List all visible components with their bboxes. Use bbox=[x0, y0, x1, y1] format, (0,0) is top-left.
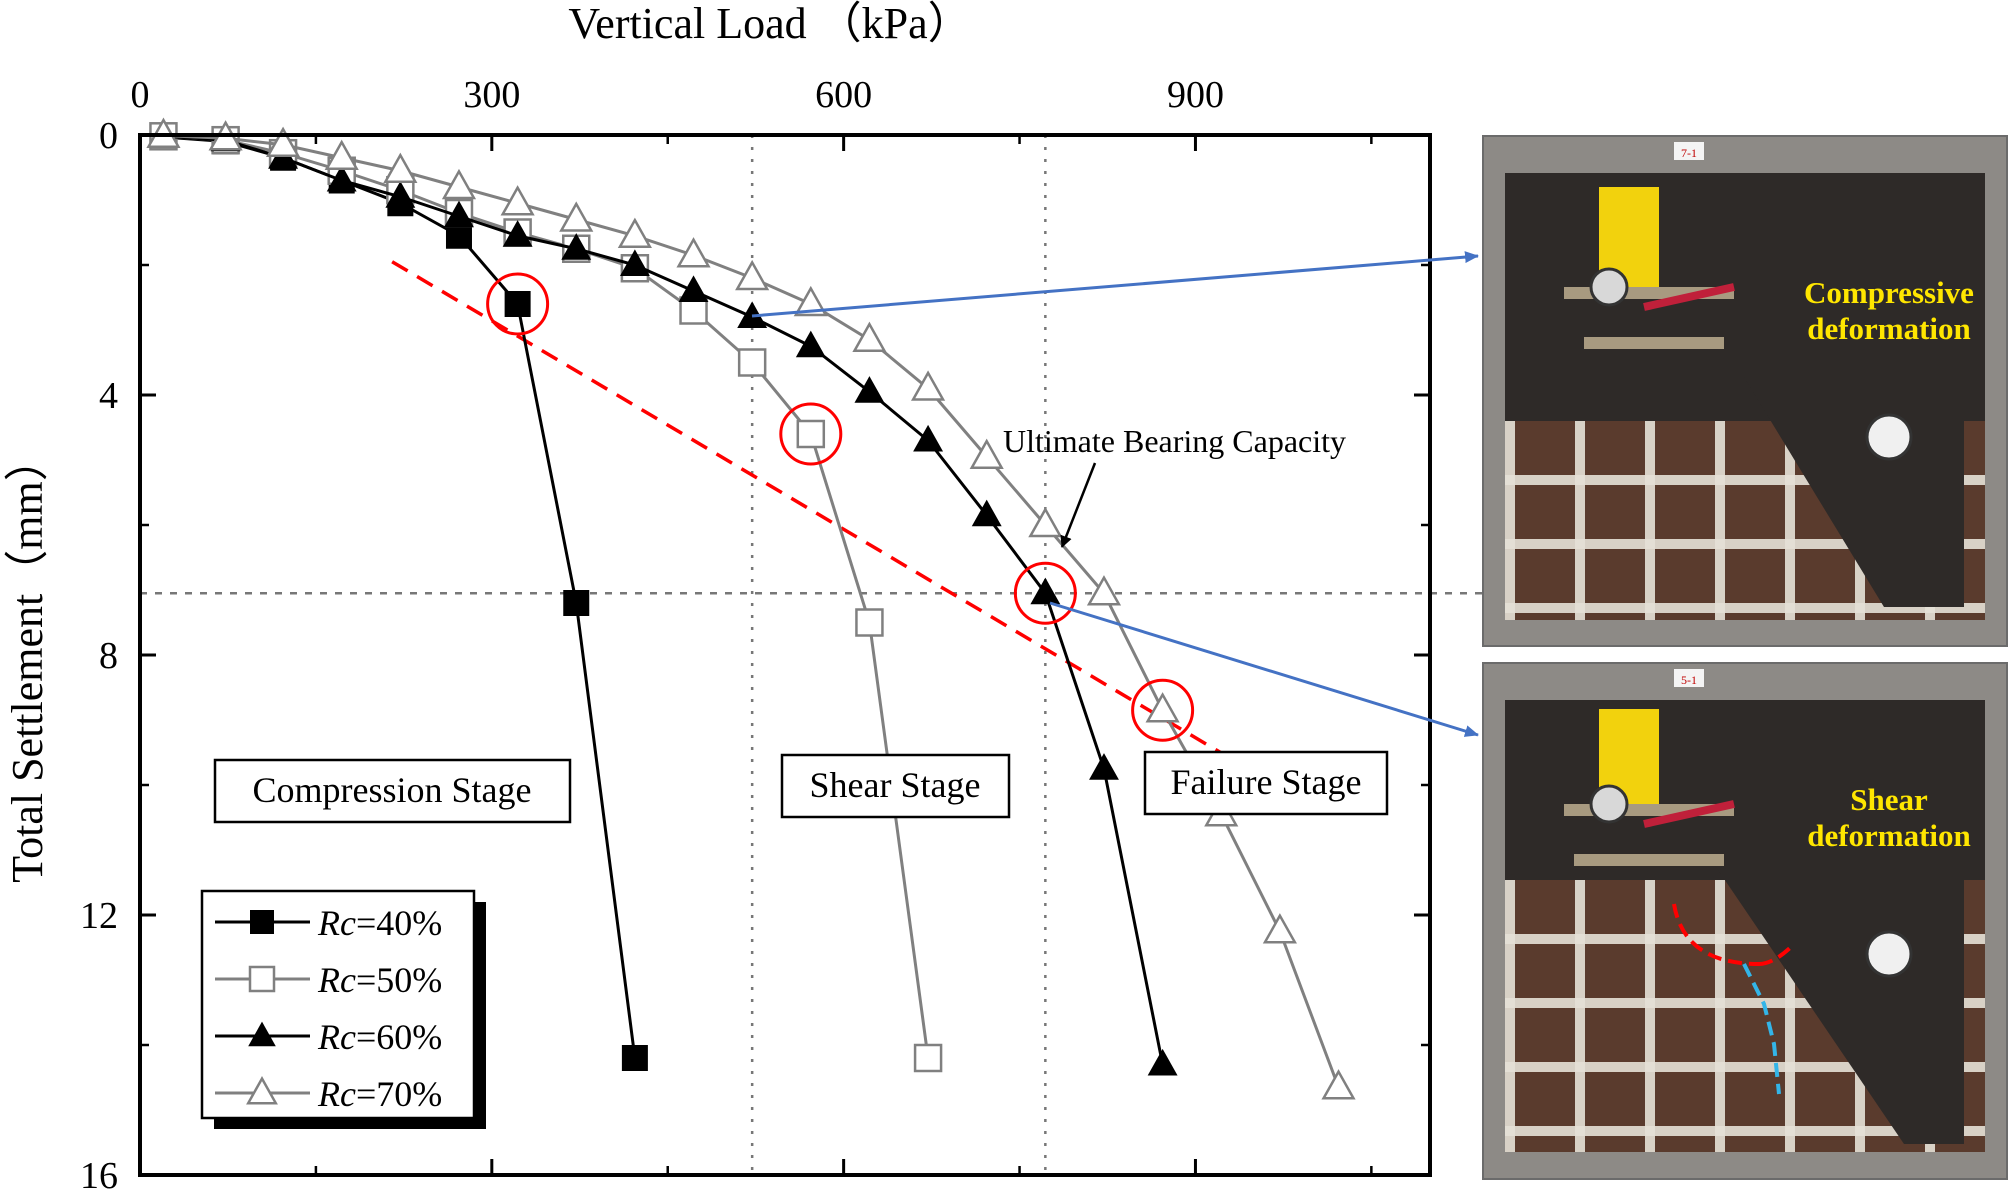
arrow-to-compressive-photo bbox=[751, 251, 1479, 318]
arrow-to-shear-photo bbox=[1049, 601, 1479, 737]
data-point bbox=[621, 1045, 648, 1071]
legend-marker bbox=[246, 1076, 278, 1105]
series-4 bbox=[146, 117, 1356, 1100]
compressive-deformation-label: Compressive deformation bbox=[1804, 275, 1974, 346]
data-point bbox=[1262, 913, 1297, 944]
y-tick-label: 12 bbox=[80, 895, 118, 937]
data-point bbox=[385, 181, 416, 208]
data-point bbox=[852, 321, 887, 353]
data-point bbox=[1145, 692, 1180, 723]
annotations-front bbox=[486, 272, 1195, 742]
legend-label: Rc=50% bbox=[317, 960, 442, 1000]
series-line bbox=[163, 134, 1165, 1065]
data-point bbox=[617, 217, 652, 249]
data-point bbox=[1089, 753, 1119, 780]
photo-top-tag: 7-1 bbox=[1681, 146, 1697, 160]
data-point bbox=[1028, 506, 1063, 538]
y-tick-label: 16 bbox=[80, 1155, 118, 1195]
ultimate-bearing-capacity-arrow bbox=[1060, 462, 1097, 548]
shear-stage-box: Shear Stage bbox=[780, 753, 1011, 819]
red-dashed-trend-line bbox=[391, 260, 1244, 768]
axis-ticks: 0 300 600 900 0 4 8 12 16 bbox=[80, 74, 1430, 1195]
series-layer bbox=[146, 117, 1356, 1100]
legend-marker bbox=[248, 1021, 276, 1047]
legend-box bbox=[200, 889, 476, 1120]
x-tick-label: 900 bbox=[1167, 74, 1224, 116]
data-point bbox=[795, 330, 826, 358]
red-circle-highlight bbox=[1013, 561, 1077, 625]
data-point bbox=[504, 291, 531, 317]
data-point bbox=[854, 376, 885, 403]
data-point bbox=[676, 237, 711, 268]
data-point bbox=[1030, 577, 1061, 605]
data-point bbox=[619, 249, 650, 277]
data-point bbox=[561, 233, 592, 260]
reference-lines bbox=[140, 135, 1482, 1175]
annotations bbox=[391, 260, 1244, 768]
red-circle-highlight bbox=[1131, 678, 1195, 742]
data-point bbox=[444, 200, 474, 228]
x-axis-title: Vertical Load （kPa） bbox=[568, 0, 971, 48]
data-point bbox=[383, 152, 418, 184]
x-tick-label: 300 bbox=[463, 74, 520, 116]
data-point bbox=[793, 285, 828, 317]
data-point bbox=[326, 164, 357, 192]
data-point bbox=[441, 168, 477, 200]
shear-stage-label: Shear Stage bbox=[810, 765, 981, 805]
legend-marker bbox=[248, 965, 276, 993]
y-tick-label: 0 bbox=[99, 115, 118, 157]
legend-label: Rc=40% bbox=[317, 903, 442, 943]
x-tick-label: 600 bbox=[815, 74, 872, 116]
data-point bbox=[855, 608, 884, 637]
data-point bbox=[737, 348, 767, 377]
data-point bbox=[735, 259, 770, 291]
data-point bbox=[1321, 1069, 1356, 1100]
red-circle-highlight bbox=[779, 402, 843, 466]
red-circle-highlight bbox=[486, 272, 550, 336]
data-point bbox=[563, 590, 590, 616]
shear-deformation-photo: 5-1 Shear deformation bbox=[1482, 662, 2008, 1180]
data-point bbox=[910, 370, 946, 401]
ultimate-bearing-capacity-label: Ultimate Bearing Capacity bbox=[1003, 423, 1346, 459]
photo-bottom-tag: 5-1 bbox=[1681, 673, 1697, 687]
data-point bbox=[1086, 575, 1122, 606]
data-point bbox=[559, 201, 594, 232]
legend-label: Rc=60% bbox=[317, 1017, 442, 1057]
shear-deformation-label: Shear deformation bbox=[1807, 782, 1971, 853]
x-tick-label: 0 bbox=[131, 74, 150, 116]
data-point bbox=[324, 139, 359, 171]
legend: Rc=40% Rc=50% Rc=60% Rc=70% bbox=[200, 889, 486, 1129]
legend-marker bbox=[250, 910, 274, 934]
y-axis-title: Total Settlement（mm） bbox=[3, 437, 52, 882]
compressive-deformation-photo: 7-1 Compressive deformation bbox=[1482, 135, 2008, 647]
photo-slope-overlay-2: 5-1 bbox=[1564, 669, 1964, 1144]
plot-frame bbox=[138, 133, 1432, 1177]
data-point bbox=[913, 1043, 943, 1073]
compression-stage-box: Compression Stage bbox=[213, 758, 572, 824]
data-point bbox=[913, 424, 944, 452]
data-point bbox=[265, 126, 301, 158]
compression-stage-label: Compression Stage bbox=[253, 770, 532, 810]
data-point bbox=[971, 499, 1002, 527]
y-tick-label: 8 bbox=[99, 635, 118, 677]
failure-stage-label: Failure Stage bbox=[1171, 762, 1362, 802]
legend-label: Rc=70% bbox=[317, 1074, 442, 1114]
failure-stage-box: Failure Stage bbox=[1143, 750, 1389, 816]
data-point bbox=[678, 275, 709, 303]
data-point bbox=[502, 220, 533, 247]
data-point bbox=[969, 438, 1004, 470]
data-point bbox=[500, 185, 535, 216]
y-tick-label: 4 bbox=[99, 375, 118, 417]
data-point bbox=[1147, 1048, 1178, 1076]
data-point bbox=[796, 419, 826, 449]
photo-slope-overlay: 7-1 bbox=[1564, 142, 1964, 607]
